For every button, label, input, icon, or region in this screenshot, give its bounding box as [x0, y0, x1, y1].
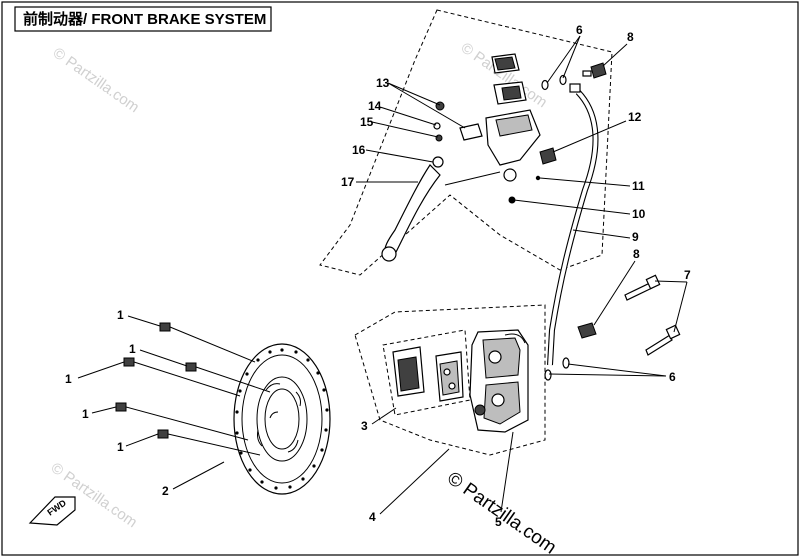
callout-2: 2 [162, 484, 169, 498]
brake-caliper [469, 329, 529, 433]
callout-13: 13 [376, 76, 390, 90]
callout-3: 3 [361, 419, 368, 433]
leader-lines [77, 35, 688, 515]
callout-1: 1 [82, 407, 89, 421]
callout-1: 1 [65, 372, 72, 386]
disc-bolt [115, 402, 249, 441]
callout-1: 1 [117, 440, 124, 454]
master-cylinder-group-outline [319, 9, 613, 276]
callout-9: 9 [632, 230, 639, 244]
fwd-arrow: FWD [28, 496, 76, 526]
callout-8: 8 [627, 30, 634, 44]
callout-4: 4 [369, 510, 376, 524]
brake-disc [233, 343, 331, 495]
disc-bolt [185, 362, 271, 393]
callout-11: 11 [632, 179, 645, 193]
caliper-group-outline [354, 304, 546, 456]
watermark: © Partzilla.com [50, 44, 143, 116]
callout-16: 16 [352, 143, 366, 157]
pad-group-outline [382, 329, 471, 416]
callout-14: 14 [368, 99, 382, 113]
brake-pads [392, 346, 464, 402]
copyright-text: © Partzilla.com [443, 468, 560, 557]
callout-17: 17 [341, 175, 355, 189]
master-cylinder [433, 53, 541, 204]
disc-bolt [159, 322, 256, 363]
master-banjo-bolt [582, 62, 607, 79]
callout-1: 1 [129, 342, 136, 356]
callouts: 1 1 1 1 1 2 3 4 5 6 6 7 8 8 9 10 11 12 1… [65, 23, 691, 529]
brake-hose [547, 83, 599, 366]
callout-8: 8 [633, 247, 640, 261]
callout-7: 7 [684, 268, 691, 282]
brake-light-switch [535, 147, 557, 181]
callout-6: 6 [669, 370, 676, 384]
caliper-mounting-bolt [624, 274, 681, 356]
callout-12: 12 [628, 110, 642, 124]
disc-bolt [123, 357, 241, 397]
brake-lever [381, 156, 501, 262]
diagram-title: 前制动器/ FRONT BRAKE SYSTEM [23, 10, 266, 28]
callout-15: 15 [360, 115, 374, 129]
title-box [14, 6, 272, 32]
callout-1: 1 [117, 308, 124, 322]
callout-6: 6 [576, 23, 583, 37]
callout-5: 5 [495, 515, 502, 529]
master-washers [541, 74, 567, 91]
caliper-banjo-bolt [577, 322, 597, 339]
callout-10: 10 [632, 207, 646, 221]
caliper-washers [544, 357, 570, 381]
